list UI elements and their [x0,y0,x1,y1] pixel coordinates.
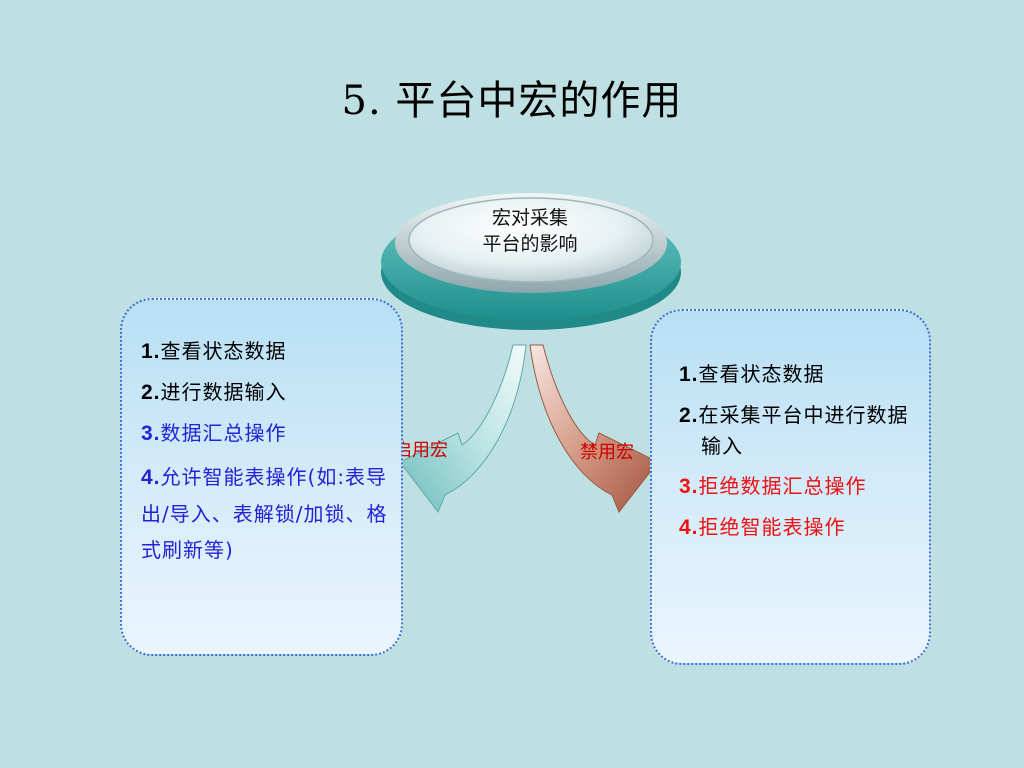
item-text: 在采集平台中进行数据输入 [698,403,909,458]
macro-enabled-list: 1.查看状态数据 2.进行数据输入 3.数据汇总操作 4.允许智能表操作(如:表… [141,336,391,578]
list-item: 4.允许智能表操作(如:表导出/导入、表解锁/加锁、格式刷新等) [141,459,391,568]
enable-macro-label: 启用宏 [394,440,448,461]
macro-disabled-list: 1.查看状态数据 2.在采集平台中进行数据输入 3.拒绝数据汇总操作 4.拒绝智… [679,359,914,553]
item-number: 4. [679,516,699,539]
hub-disc [381,193,681,330]
item-text: 拒绝智能表操作 [698,515,846,539]
enable-macro-arrow [399,344,527,513]
item-number: 1. [141,340,161,363]
list-item: 3.数据汇总操作 [141,418,391,449]
disable-macro-arrow [529,344,659,513]
list-item: 4.拒绝智能表操作 [679,512,914,543]
item-number: 2. [679,404,699,427]
hub-label-line1: 宏对采集 [491,207,568,229]
hub-label: 宏对采集 平台的影响 [430,205,630,257]
list-item: 2.进行数据输入 [141,377,391,408]
item-text: 允许智能表操作(如:表导出/导入、表解锁/加锁、格式刷新等) [141,465,388,562]
item-number: 4. [141,466,161,489]
item-number: 3. [679,475,699,498]
macro-disabled-panel: 1.查看状态数据 2.在采集平台中进行数据输入 3.拒绝数据汇总操作 4.拒绝智… [650,309,931,665]
item-text: 查看状态数据 [698,362,825,386]
disable-macro-label: 禁用宏 [580,442,634,463]
list-item: 1.查看状态数据 [141,336,391,367]
item-number: 1. [679,363,699,386]
item-text: 进行数据输入 [160,380,287,404]
item-text: 查看状态数据 [160,339,287,363]
hub-label-line2: 平台的影响 [482,233,578,255]
list-item: 1.查看状态数据 [679,359,914,390]
item-number: 2. [141,381,161,404]
list-item: 3.拒绝数据汇总操作 [679,471,914,502]
list-item: 2.在采集平台中进行数据输入 [679,400,914,461]
macro-enabled-panel: 1.查看状态数据 2.进行数据输入 3.数据汇总操作 4.允许智能表操作(如:表… [120,298,403,656]
item-text: 数据汇总操作 [160,421,287,445]
slide-title: 5. 平台中宏的作用 [341,78,683,124]
item-text: 拒绝数据汇总操作 [698,474,867,498]
item-number: 3. [141,422,161,445]
